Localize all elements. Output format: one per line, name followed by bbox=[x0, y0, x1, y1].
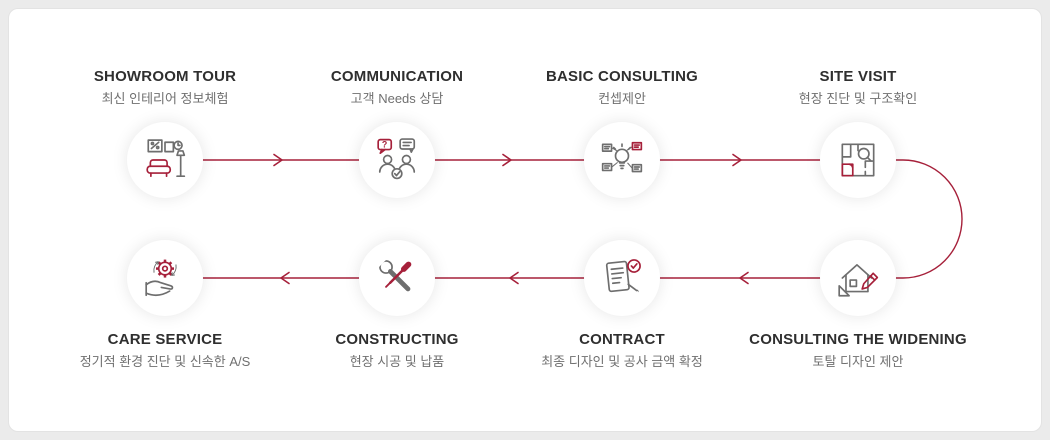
arrow-right-icon bbox=[273, 153, 283, 167]
arrow-right-icon bbox=[502, 153, 512, 167]
step-title: CARE SERVICE bbox=[107, 331, 223, 348]
step-circle bbox=[584, 240, 660, 316]
step-labels: SHOWROOM TOUR 최신 인테리어 정보체험 bbox=[94, 67, 236, 108]
step-site-visit: SITE VISIT 현장 진단 및 구조확인 bbox=[738, 67, 978, 198]
step-title: SHOWROOM TOUR bbox=[93, 68, 237, 85]
step-subtitle: 최종 디자인 및 공사 금액 확정 bbox=[541, 354, 703, 369]
tools-icon bbox=[374, 255, 412, 292]
contract-check-icon bbox=[605, 259, 641, 293]
step-circle bbox=[820, 122, 896, 198]
step-subtitle: 현장 시공 및 납품 bbox=[349, 354, 445, 369]
step-circle bbox=[127, 240, 203, 316]
step-care-service: CARE SERVICE 정기적 환경 진단 및 신속한 A/S bbox=[45, 240, 285, 371]
step-circle bbox=[820, 240, 896, 316]
step-labels: CONSTRUCTING 현장 시공 및 납품 bbox=[335, 330, 458, 371]
house-design-icon bbox=[838, 264, 879, 297]
question-mark: ? bbox=[382, 140, 387, 150]
step-labels: BASIC CONSULTING 컨셉제안 bbox=[546, 67, 698, 108]
arrow-right-icon bbox=[732, 153, 742, 167]
concept-idea-icon bbox=[601, 141, 643, 173]
step-constructing: CONSTRUCTING 현장 시공 및 납품 bbox=[277, 240, 517, 371]
arrow-left-icon bbox=[739, 271, 749, 285]
step-subtitle: 정기적 환경 진단 및 신속한 A/S bbox=[79, 354, 251, 369]
arrow-left-icon bbox=[280, 271, 290, 285]
step-subtitle: 토탈 디자인 제안 bbox=[812, 354, 904, 369]
process-card bbox=[8, 8, 1042, 432]
step-consulting-the-widening: CONSULTING THE WIDENING 토탈 디자인 제안 bbox=[738, 240, 978, 371]
step-contract: CONTRACT 최종 디자인 및 공사 금액 확정 bbox=[502, 240, 742, 371]
step-communication: COMMUNICATION 고객 Needs 상담 ? bbox=[277, 67, 517, 198]
showroom-icon bbox=[146, 139, 186, 178]
step-showroom-tour: SHOWROOM TOUR 최신 인테리어 정보체험 bbox=[45, 67, 285, 198]
site-floorplan-icon bbox=[841, 143, 875, 177]
step-title: COMMUNICATION bbox=[330, 68, 464, 85]
step-circle bbox=[584, 122, 660, 198]
step-title: BASIC CONSULTING bbox=[545, 68, 699, 85]
step-labels: SITE VISIT 현장 진단 및 구조확인 bbox=[799, 67, 917, 108]
step-subtitle: 현장 진단 및 구조확인 bbox=[798, 91, 918, 106]
step-circle: ? bbox=[359, 122, 435, 198]
step-circle bbox=[127, 122, 203, 198]
care-service-icon bbox=[145, 259, 177, 297]
step-title: CONSTRUCTING bbox=[335, 331, 459, 348]
step-labels: CARE SERVICE 정기적 환경 진단 및 신속한 A/S bbox=[80, 330, 251, 371]
step-labels: COMMUNICATION 고객 Needs 상담 bbox=[331, 67, 463, 108]
arrow-left-icon bbox=[509, 271, 519, 285]
communication-icon: ? bbox=[377, 138, 416, 180]
step-circle bbox=[359, 240, 435, 316]
step-title: CONSULTING THE WIDENING bbox=[749, 331, 967, 348]
step-subtitle: 고객 Needs 상담 bbox=[350, 91, 444, 106]
step-subtitle: 컨셉제안 bbox=[598, 91, 646, 106]
step-labels: CONTRACT 최종 디자인 및 공사 금액 확정 bbox=[541, 330, 703, 371]
step-title: CONTRACT bbox=[579, 331, 665, 348]
step-basic-consulting: BASIC CONSULTING 컨셉제안 bbox=[502, 67, 742, 198]
step-subtitle: 최신 인테리어 정보체험 bbox=[101, 91, 229, 106]
step-title: SITE VISIT bbox=[819, 68, 897, 85]
flow-line bbox=[165, 159, 963, 279]
step-labels: CONSULTING THE WIDENING 토탈 디자인 제안 bbox=[749, 330, 967, 371]
